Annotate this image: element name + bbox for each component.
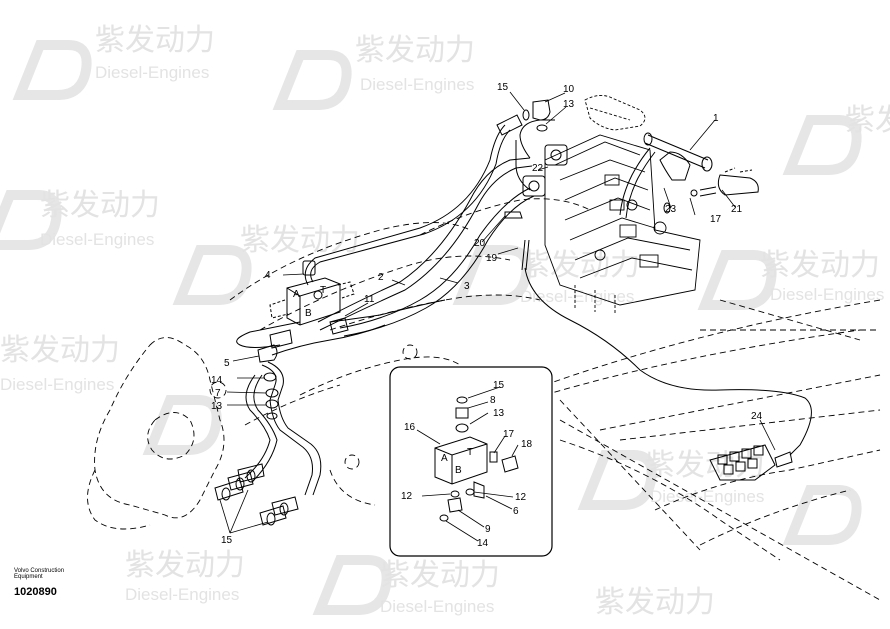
watermark-logo-icon: [697, 250, 777, 310]
inset-port-a: A: [441, 453, 448, 464]
callout-14: 14: [211, 375, 223, 386]
watermark-logo-icon: [577, 450, 657, 510]
inset-callout-6: 6: [513, 506, 519, 517]
inset-callout-17: 17: [503, 429, 515, 440]
callout-2: 2: [378, 272, 384, 283]
watermark-brand-en: Diesel-Engines: [650, 487, 764, 506]
drawing-part-number: 1020890: [14, 585, 57, 598]
watermark-logo-icon: [312, 555, 392, 615]
lower-fittings: [214, 463, 299, 526]
callout-1: 1: [713, 113, 719, 124]
manufacturer-line-2: Equipment: [14, 574, 43, 581]
callout-21: 21: [731, 204, 743, 215]
callout-4: 4: [265, 270, 271, 281]
inset-callout-9: 9: [485, 524, 491, 535]
inset-callout-15: 15: [493, 380, 505, 391]
inset-callout-13: 13: [493, 408, 505, 419]
callout-3: 3: [464, 281, 470, 292]
watermark-logo-icon: [142, 395, 222, 455]
callout-5: 5: [224, 358, 230, 369]
watermark-logo-icon: [782, 115, 862, 175]
watermark-brand-cn: 紫发动力: [40, 189, 160, 222]
callout-13: 13: [563, 99, 575, 110]
callout-20: 20: [474, 238, 486, 249]
port-b-label: B: [305, 308, 312, 319]
manufacturer-line-1: Volvo Construction: [14, 568, 65, 574]
watermark-brand-cn: 紫发动力: [520, 249, 640, 282]
watermark-brand-en: Diesel-Engines: [125, 585, 239, 604]
callout-labels: 15 10 13 1 22 23 17 21 20 19 2 3 4 11 5 …: [211, 82, 763, 549]
inset-port-b: B: [455, 465, 462, 476]
watermark-logo-icon: [272, 50, 352, 110]
hose-lines: [236, 119, 812, 496]
watermark-brand-cn: 紫发动力: [355, 34, 475, 67]
watermark-brand-en: Diesel-Engines: [40, 230, 154, 249]
inset-callout-18: 18: [521, 439, 533, 450]
callout-7: 7: [215, 388, 221, 399]
watermark-brand-cn: 紫发动力: [645, 449, 765, 482]
leader-lines: [219, 91, 776, 542]
callout-15: 15: [497, 82, 509, 93]
pipe-1-assembly: [643, 132, 759, 214]
inset-callout-12b: 12: [515, 492, 527, 503]
callout-13b: 13: [211, 401, 223, 412]
watermark-brand-en: Diesel-Engines: [770, 285, 884, 304]
watermark-brand-en: Diesel-Engines: [360, 75, 474, 94]
inset-callout-14: 14: [477, 538, 489, 549]
watermark-brand-en: Diesel-Engines: [520, 287, 634, 306]
detail-inset: A T B: [389, 366, 553, 557]
watermark-logo-icon: [12, 40, 92, 100]
watermark-brand-cn: 紫发动力: [380, 559, 500, 592]
watermark-brand-cn: 紫发动力: [125, 549, 245, 582]
callout-24: 24: [751, 411, 763, 422]
watermark-brand-en: Diesel-Engines: [0, 375, 114, 394]
port-t-label: T: [320, 285, 326, 296]
watermark-brand-en: Diesel-Engines: [380, 597, 494, 616]
watermark-layer: 紫发动力 Diesel-Engines 紫发动力 Diesel-Engines …: [0, 24, 890, 619]
connector-block-24: [709, 444, 793, 481]
watermark-brand-cn: 紫发动力: [595, 586, 715, 619]
inset-callout-12a: 12: [401, 491, 413, 502]
watermark-logo-icon: [782, 485, 862, 545]
watermark-brand-cn: 紫发动力: [0, 334, 120, 367]
callout-17: 17: [710, 214, 722, 225]
inset-valve-block: [434, 396, 519, 522]
inset-callout-16: 16: [404, 422, 416, 433]
control-valve-bank: [544, 95, 701, 315]
machine-outline: [87, 198, 881, 601]
callout-15b: 15: [221, 535, 233, 546]
line-valve-block: [257, 260, 355, 420]
watermark-brand-cn: 紫发动力: [845, 104, 890, 137]
watermark-brand-en: Diesel-Engines: [95, 63, 209, 82]
drawing-footer: Volvo Construction Equipment 1020890: [14, 568, 64, 598]
watermark-brand-cn: 紫发动力: [760, 249, 880, 282]
callout-23: 23: [665, 204, 677, 215]
watermark-brand-cn: 紫发动力: [240, 224, 360, 257]
callout-22: 22: [532, 163, 544, 174]
inset-callout-8: 8: [490, 395, 496, 406]
callout-11: 11: [364, 294, 375, 305]
watermark-logo-icon: [172, 245, 252, 305]
watermark-logo-icon: [452, 245, 532, 305]
inset-port-t: T: [467, 447, 473, 458]
callout-19: 19: [486, 253, 498, 264]
port-a-label: A: [293, 289, 300, 300]
callout-10: 10: [563, 84, 575, 95]
watermark-brand-cn: 紫发动力: [95, 24, 215, 57]
watermark-logo-icon: [0, 190, 62, 250]
